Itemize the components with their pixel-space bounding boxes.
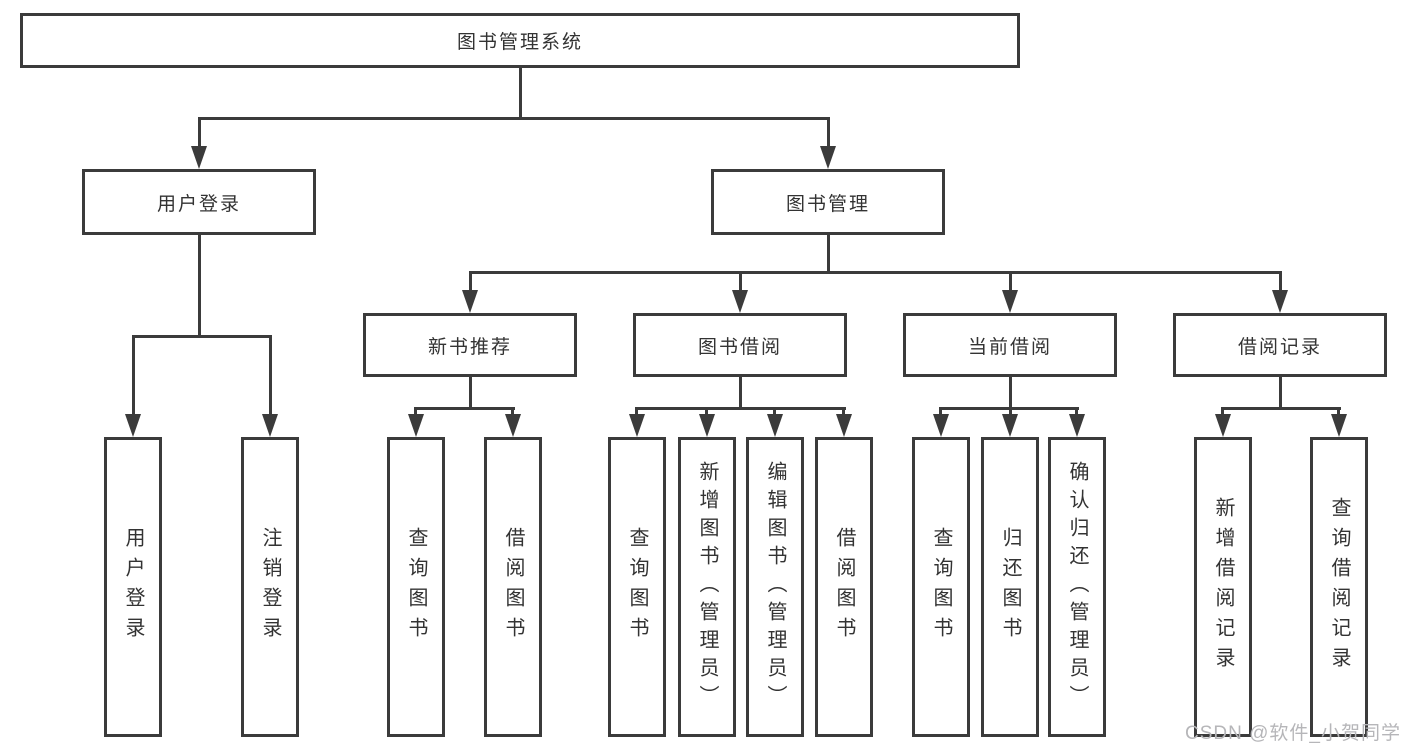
connector-line	[132, 335, 135, 415]
connector-line	[1337, 407, 1340, 416]
arrowhead-icon	[408, 414, 424, 437]
connector-line	[1075, 407, 1078, 416]
arrowhead-icon	[1069, 414, 1085, 437]
connector-line	[198, 117, 201, 149]
arrowhead-icon	[1002, 414, 1018, 437]
connector-line	[827, 117, 830, 149]
connector-line	[1221, 407, 1341, 410]
leaf-borrow-add-book-admin: 新增图书（管理员）	[678, 437, 736, 737]
arrowhead-icon	[933, 414, 949, 437]
node-current-borrow: 当前借阅	[903, 313, 1117, 377]
connector-line	[773, 407, 776, 416]
connector-line	[469, 377, 472, 409]
arrowhead-icon	[125, 414, 141, 437]
node-new-book-recommend: 新书推荐	[363, 313, 577, 377]
leaf-current-query-book: 查询图书	[912, 437, 970, 737]
connector-line	[739, 377, 742, 409]
connector-line	[939, 407, 942, 416]
leaf-user-login: 用户登录	[104, 437, 162, 737]
leaf-borrow-query-book: 查询图书	[608, 437, 666, 737]
connector-line	[1279, 377, 1282, 409]
connector-line	[1221, 407, 1224, 416]
node-library-management-system: 图书管理系统	[20, 13, 1020, 68]
arrowhead-icon	[1215, 414, 1231, 437]
arrowhead-icon	[629, 414, 645, 437]
arrowhead-icon	[1331, 414, 1347, 437]
connector-line	[635, 407, 846, 410]
leaf-record-add-borrow-record: 新增借阅记录	[1194, 437, 1252, 737]
arrowhead-icon	[699, 414, 715, 437]
leaf-logout: 注销登录	[241, 437, 299, 737]
node-borrow-record: 借阅记录	[1173, 313, 1387, 377]
connector-line	[414, 407, 417, 416]
connector-line	[705, 407, 708, 416]
connector-line	[1009, 407, 1012, 416]
node-book-management: 图书管理	[711, 169, 945, 235]
connector-line	[1009, 271, 1012, 291]
connector-line	[198, 235, 201, 338]
arrowhead-icon	[836, 414, 852, 437]
connector-line	[827, 235, 830, 274]
connector-line	[635, 407, 638, 416]
leaf-current-confirm-return-admin: 确认归还（管理员）	[1048, 437, 1106, 737]
leaf-borrow-edit-book-admin: 编辑图书（管理员）	[746, 437, 804, 737]
leaf-record-query-borrow-record: 查询借阅记录	[1310, 437, 1368, 737]
connector-line	[198, 117, 830, 120]
node-book-borrow: 图书借阅	[633, 313, 847, 377]
arrowhead-icon	[462, 290, 478, 313]
leaf-borrow-borrow-book: 借阅图书	[815, 437, 873, 737]
arrowhead-icon	[1002, 290, 1018, 313]
leaf-recommend-query-book: 查询图书	[387, 437, 445, 737]
connector-line	[414, 407, 515, 410]
leaf-current-return-book: 归还图书	[981, 437, 1039, 737]
connector-line	[1009, 377, 1012, 409]
connector-line	[842, 407, 845, 416]
arrowhead-icon	[191, 146, 207, 169]
connector-line	[469, 271, 1282, 274]
connector-line	[511, 407, 514, 416]
connector-line	[269, 335, 272, 415]
node-user-login: 用户登录	[82, 169, 316, 235]
arrowhead-icon	[262, 414, 278, 437]
arrowhead-icon	[732, 290, 748, 313]
connector-line	[519, 68, 522, 119]
connector-line	[469, 271, 472, 291]
connector-line	[1279, 271, 1282, 291]
leaf-recommend-borrow-book: 借阅图书	[484, 437, 542, 737]
arrowhead-icon	[767, 414, 783, 437]
arrowhead-icon	[505, 414, 521, 437]
arrowhead-icon	[1272, 290, 1288, 313]
connector-line	[739, 271, 742, 291]
arrowhead-icon	[820, 146, 836, 169]
connector-line	[132, 335, 272, 338]
csdn-watermark: CSDN @软件_小贺同学	[1185, 723, 1401, 744]
